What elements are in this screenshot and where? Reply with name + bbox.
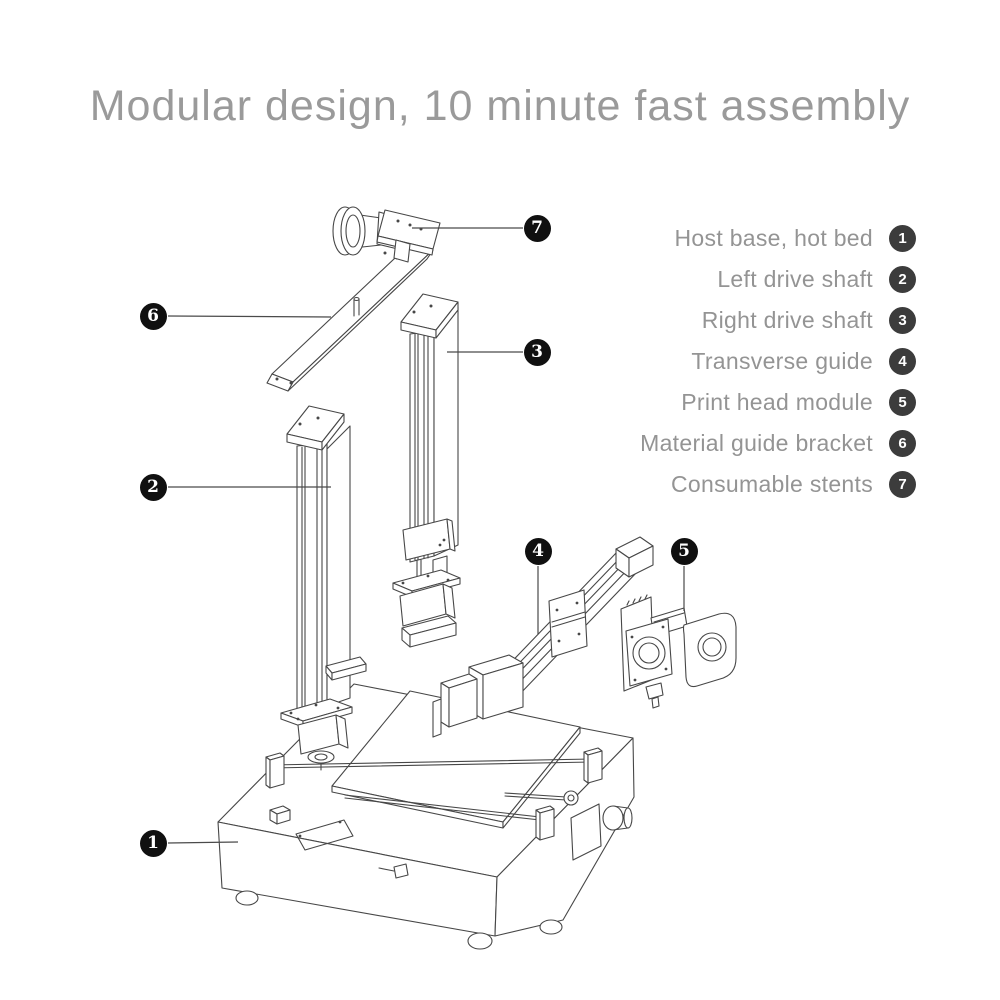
legend-badge-5: 5 (889, 389, 916, 416)
legend-label-2: Left drive shaft (717, 266, 873, 292)
legend-item-1: Host base, hot bed 1 (675, 225, 916, 252)
legend-label-3: Right drive shaft (701, 307, 873, 333)
legend-item-6: Material guide bracket 6 (640, 430, 916, 457)
legend-label-4: Transverse guide (691, 348, 873, 374)
page-title: Modular design, 10 minute fast assembly (89, 82, 911, 130)
legend-item-2: Left drive shaft 2 (717, 266, 916, 293)
legend-item-5: Print head module 5 (681, 389, 916, 416)
legend-item-7: Consumable stents 7 (671, 471, 916, 498)
legend-item-4: Transverse guide 4 (691, 348, 916, 375)
right-drive-shaft (392, 293, 461, 648)
legend-label-6: Material guide bracket (640, 430, 873, 456)
legend-badge-2: 2 (889, 266, 916, 293)
legend-label-7: Consumable stents (671, 471, 873, 497)
callout-2: 2 (139, 473, 167, 501)
consumable-stents (332, 206, 441, 263)
legend-badge-7: 7 (889, 471, 916, 498)
callout-7: 7 (523, 214, 551, 242)
callout-6: 6 (139, 302, 167, 330)
legend-badge-4: 4 (889, 348, 916, 375)
legend-item-3: Right drive shaft 3 (702, 307, 916, 334)
legend-badge-1: 1 (889, 225, 916, 252)
callout-3: 3 (523, 338, 551, 366)
left-drive-shaft (280, 405, 367, 771)
legend-badge-6: 6 (889, 430, 916, 457)
callout-5: 5 (670, 537, 698, 565)
transverse-guide (432, 536, 654, 738)
callout-4: 4 (524, 537, 552, 565)
legend-label-5: Print head module (681, 389, 873, 415)
leader-lines (167, 227, 685, 844)
callout-1: 1 (139, 829, 167, 857)
legend-label-1: Host base, hot bed (674, 225, 873, 251)
print-head-module (620, 594, 737, 709)
legend-badge-3: 3 (889, 307, 916, 334)
leader-line-6 (167, 315, 332, 318)
hot-bed-plate (265, 690, 603, 841)
leader-line-1 (167, 841, 239, 844)
